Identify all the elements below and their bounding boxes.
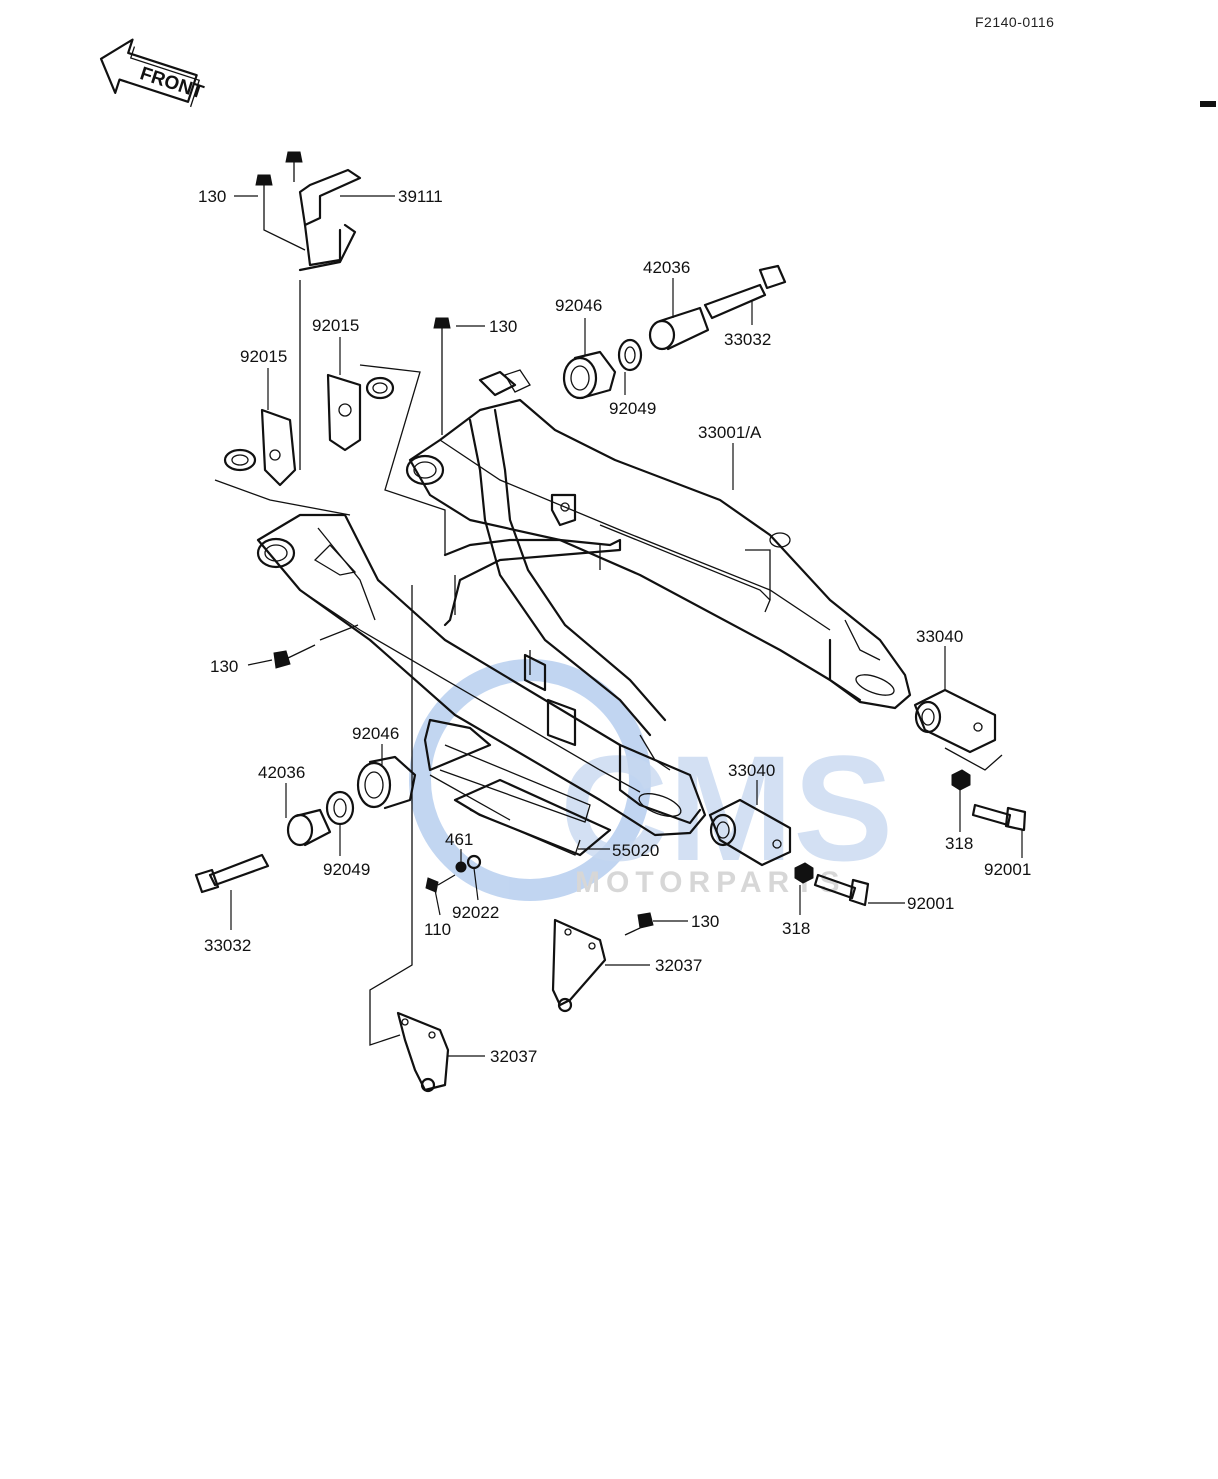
- stay-39111: [298, 168, 362, 470]
- callout-32037-right: 32037: [655, 956, 702, 975]
- callout-130-left: 130: [210, 657, 238, 676]
- swingarm-frame: [256, 369, 912, 837]
- callout-92049-left: 92049: [323, 860, 370, 879]
- nut-318-mid-icon: [794, 862, 814, 884]
- adjuster-33040-mid: [708, 798, 792, 867]
- callout-32037-left: 32037: [490, 1047, 537, 1066]
- callout-318-mid: 318: [782, 919, 810, 938]
- callout-92022: 92022: [452, 903, 499, 922]
- diagram-code: F2140-0116: [975, 14, 1054, 30]
- bolt-130-left-icon: [273, 624, 359, 669]
- callout-110: 110: [424, 920, 451, 939]
- callout-42036-right: 42036: [643, 258, 690, 277]
- callout-461: 461: [445, 830, 473, 849]
- callout-33040-mid: 33040: [728, 761, 775, 780]
- callout-33001a: 33001/A: [698, 423, 762, 442]
- callout-92015-b: 92015: [312, 316, 359, 335]
- pad-92015-right: [326, 364, 446, 555]
- bracket-32037-left: [396, 1011, 450, 1093]
- callout-92049-right: 92049: [609, 399, 656, 418]
- callout-92046-left: 92046: [352, 724, 399, 743]
- bolt-92001-right-icon: [971, 803, 1027, 832]
- bolt-92001-mid-icon: [813, 873, 870, 907]
- leader-lines: [230, 195, 1023, 1057]
- watermark: CMS MOTORPARTS: [409, 659, 893, 901]
- callout-92015-a: 92015: [240, 347, 287, 366]
- callout-33032-right: 33032: [724, 330, 771, 349]
- callout-39111: 39111: [398, 187, 443, 206]
- pivot-bushing-right: [562, 264, 787, 400]
- callout-33032-left: 33032: [204, 936, 251, 955]
- bolt-130-top-icon: [255, 151, 306, 251]
- callout-130-mid: 130: [489, 317, 517, 336]
- pivot-bushing-left: [194, 585, 417, 1046]
- callout-130-top: 130: [198, 187, 226, 206]
- callout-92046-right: 92046: [555, 296, 602, 315]
- callout-55020: 55020: [612, 841, 659, 860]
- chain-guard-55020: [423, 718, 612, 857]
- edge-mark: [1200, 101, 1216, 107]
- adjuster-33040-right: [913, 688, 1003, 771]
- pad-92015-left: [214, 408, 351, 516]
- callout-92001-mid: 92001: [907, 894, 954, 913]
- nut-318-right-icon: [951, 769, 971, 791]
- bracket-32037-right: [551, 918, 607, 1013]
- callout-130-bottom: 130: [691, 912, 719, 931]
- front-arrow-icon: FRONT: [99, 38, 206, 108]
- watermark-brand: CMS: [560, 724, 893, 892]
- callout-318-right: 318: [945, 834, 973, 853]
- callout-42036-left: 42036: [258, 763, 305, 782]
- bolt-130-bottom-icon: [624, 912, 654, 936]
- callout-92001-right: 92001: [984, 860, 1031, 879]
- callout-33040-right: 33040: [916, 627, 963, 646]
- bolt-130-mid-icon: [433, 317, 451, 435]
